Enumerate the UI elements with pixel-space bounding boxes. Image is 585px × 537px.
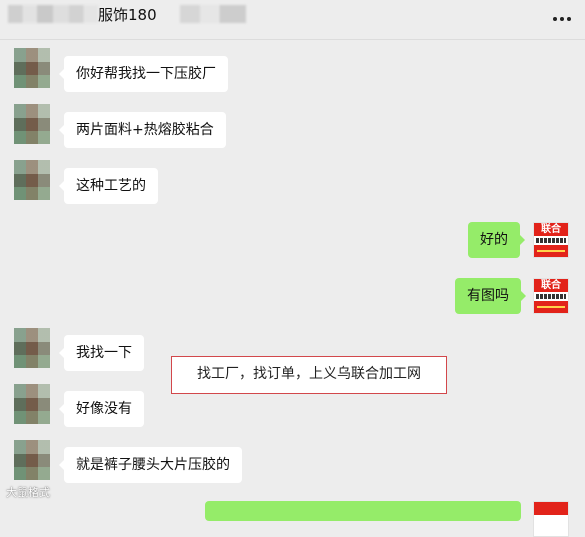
logo-band (534, 245, 568, 257)
chat-title: 服饰180 (98, 6, 157, 24)
contact-avatar[interactable] (14, 328, 50, 368)
contact-avatar[interactable] (14, 104, 50, 144)
more-dots-icon[interactable] (550, 14, 574, 24)
message-bubble-incoming[interactable]: 就是裤子腰头大片压胶的 (59, 447, 242, 483)
message-bubble-incoming[interactable]: 你好帮我找一下压胶厂 (59, 56, 228, 92)
promo-watermark: 找工厂，找订单，上义乌联合加工网 (171, 356, 447, 394)
logo-band-top (534, 502, 568, 515)
logo-stripe (536, 238, 566, 243)
logo-stripe (536, 294, 566, 299)
logo-text: 联合 (534, 279, 568, 292)
message-bubble-incoming[interactable]: 两片面料+热熔胶粘合 (59, 112, 226, 148)
corner-watermark: 大鼠格式 (6, 486, 50, 499)
message-bubble-incoming[interactable]: 这种工艺的 (59, 168, 158, 204)
chat-header: 服饰180 (0, 0, 585, 40)
title-blurred-part (8, 5, 98, 23)
message-bubble-outgoing[interactable]: 有图吗 (455, 278, 526, 314)
message-bubble-incoming[interactable]: 我找一下 (59, 335, 144, 371)
logo-band (534, 301, 568, 313)
contact-avatar[interactable] (14, 440, 50, 480)
title-blurred-part-2 (180, 5, 246, 23)
contact-avatar[interactable] (14, 48, 50, 88)
message-bubble-outgoing[interactable]: 好的 (468, 222, 525, 258)
message-bubble-outgoing-partial[interactable] (205, 501, 521, 521)
self-avatar-logo-partial[interactable] (533, 501, 569, 537)
self-avatar-logo[interactable]: 联合 (533, 222, 569, 258)
contact-avatar[interactable] (14, 160, 50, 200)
message-bubble-incoming[interactable]: 好像没有 (59, 391, 144, 427)
self-avatar-logo[interactable]: 联合 (533, 278, 569, 314)
logo-text: 联合 (534, 223, 568, 236)
contact-avatar[interactable] (14, 384, 50, 424)
